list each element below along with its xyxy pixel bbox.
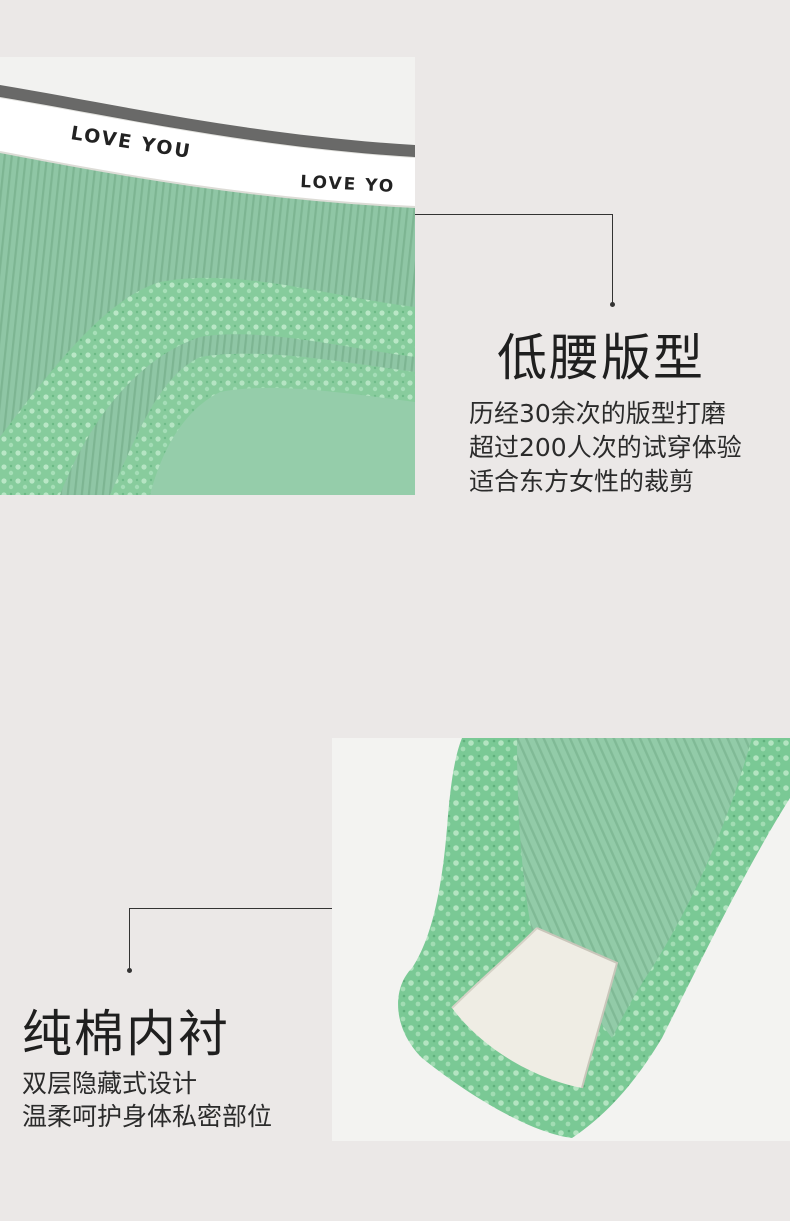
section-title-cotton-liner: 纯棉内衬: [22, 1005, 230, 1063]
waistband-text-2: LOVE YO: [300, 172, 396, 197]
leader-line-vertical-1: [612, 214, 613, 304]
feature-line-5: 温柔呵护身体私密部位: [22, 1102, 273, 1131]
waistband-illustration: LOVE YOU LOVE YO: [0, 85, 415, 495]
product-photo-waistband: LOVE YOU LOVE YO: [0, 57, 415, 495]
feature-line-4: 双层隐藏式设计: [22, 1069, 198, 1098]
leader-line-horizontal-2: [129, 908, 332, 909]
product-photo-cotton-liner: [332, 738, 790, 1141]
leader-dot-icon: [127, 968, 132, 973]
feature-line-3: 适合东方女性的裁剪: [469, 467, 695, 496]
section-title-low-waist: 低腰版型: [497, 329, 705, 387]
leader-line-horizontal-1: [415, 214, 613, 215]
feature-line-1: 历经30余次的版型打磨: [469, 399, 726, 428]
leader-line-vertical-2: [129, 908, 130, 970]
liner-illustration: [398, 738, 790, 1138]
leader-dot-icon: [610, 302, 615, 307]
feature-line-2: 超过200人次的试穿体验: [469, 433, 742, 462]
